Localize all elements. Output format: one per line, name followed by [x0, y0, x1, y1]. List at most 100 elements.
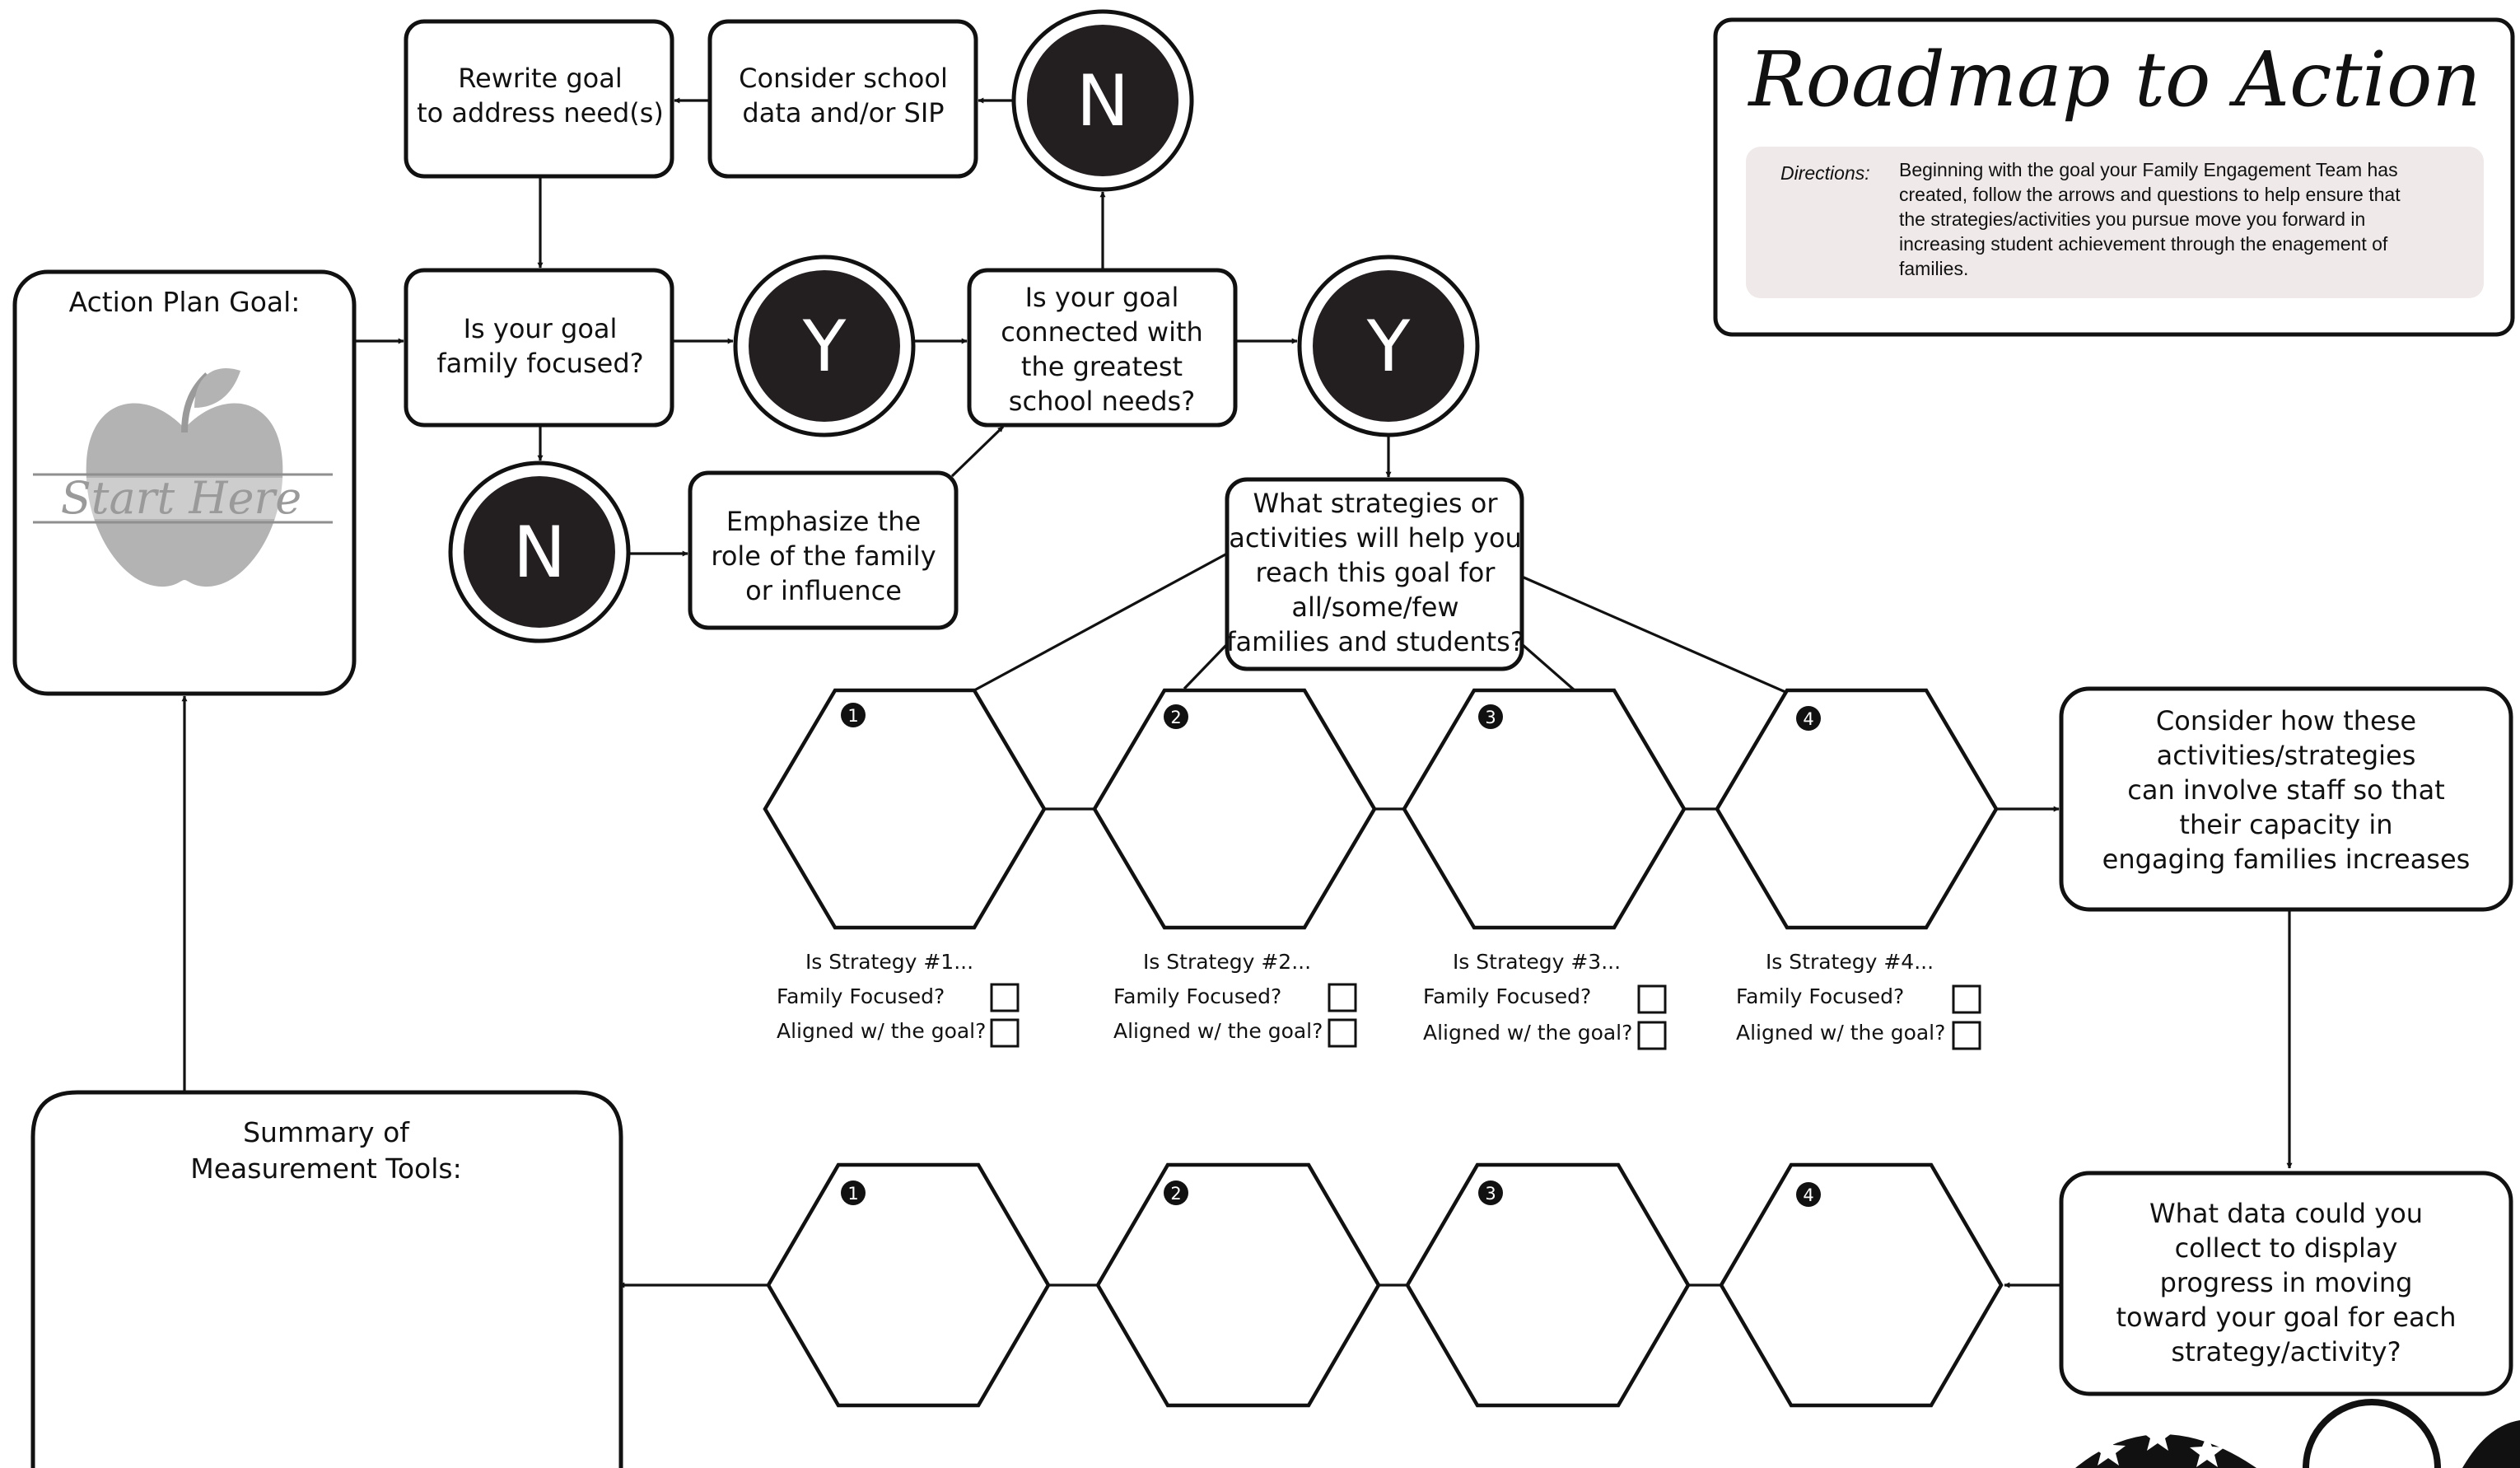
hex-number: 4	[1803, 709, 1813, 729]
box-text: What data could you	[2149, 1198, 2423, 1229]
box-text: strategy/activity?	[2171, 1336, 2401, 1367]
rewrite-goal-box[interactable]: Rewrite goal to address need(s)	[404, 19, 674, 179]
aligned-checkbox[interactable]	[990, 1018, 1020, 1048]
box-text: can involve staff so that	[2127, 774, 2444, 806]
measurement-hexagon-4[interactable]: 4	[1719, 1162, 2004, 1408]
check-family-label: Family Focused?	[1113, 984, 1281, 1008]
box-text: engaging families increases	[2102, 844, 2471, 875]
box-text: their capacity in	[2179, 809, 2392, 840]
measurement-hexagon-2[interactable]: 2	[1095, 1162, 1381, 1408]
measurement-hexagon-3[interactable]: 3	[1405, 1162, 1691, 1408]
yes-circle-2[interactable]: Y	[1297, 255, 1480, 437]
box-text: activities/strategies	[2157, 740, 2416, 771]
box-text: progress in moving	[2160, 1267, 2413, 1298]
strategy-check-2: Is Strategy #2... Family Focused? Aligne…	[1113, 950, 1357, 1048]
family-focused-checkbox[interactable]	[1328, 983, 1357, 1012]
check-family-label: Family Focused?	[1423, 984, 1591, 1008]
strategy-hexagon-3[interactable]: 3	[1402, 688, 1687, 930]
box-text: school needs?	[1009, 386, 1195, 417]
seal-logo	[2303, 1399, 2520, 1468]
box-text: collect to display	[2175, 1232, 2398, 1264]
hex-number: 3	[1485, 1184, 1496, 1204]
family-focused-checkbox[interactable]	[990, 983, 1020, 1012]
stars-logo	[2075, 1419, 2256, 1468]
box-text: family focused?	[436, 348, 643, 379]
connectors	[181, 97, 2293, 1288]
hex-number: 1	[847, 1184, 858, 1204]
title-panel: Roadmap to Action Directions: Beginning …	[1713, 17, 2515, 337]
action-plan-goal-box[interactable]: Action Plan Goal: Start Here	[12, 269, 357, 696]
aligned-checkbox[interactable]	[1952, 1021, 1981, 1050]
strategy-hexagon-1[interactable]: 1	[763, 688, 1047, 930]
box-text: Summary of	[243, 1116, 410, 1148]
hex-number: 2	[1170, 1184, 1181, 1204]
directions-label: Directions:	[1780, 162, 1870, 184]
page-title: Roadmap to Action	[1747, 35, 2480, 124]
box-text: Is your goal	[464, 313, 618, 344]
strategy-check-1: Is Strategy #1... Family Focused? Aligne…	[777, 950, 1020, 1048]
family-focused-checkbox[interactable]	[1637, 984, 1667, 1014]
measurement-hexagons: 1 2 3 4	[766, 1162, 2004, 1408]
hex-number: 3	[1485, 708, 1496, 727]
check-title: Is Strategy #1...	[805, 950, 973, 974]
check-title: Is Strategy #4...	[1766, 950, 1934, 974]
hex-number: 2	[1170, 708, 1181, 727]
box-text: activities will help you	[1229, 522, 1522, 554]
summary-measurement-box[interactable]: Summary of Measurement Tools:	[30, 1090, 623, 1468]
check-aligned-label: Aligned w/ the goal?	[1423, 1021, 1632, 1045]
aligned-checkbox[interactable]	[1637, 1021, 1667, 1050]
hex-number: 1	[847, 706, 858, 726]
data-collection-box[interactable]: What data could you collect to display p…	[2059, 1171, 2513, 1396]
strategy-hexagon-4[interactable]: 4	[1715, 688, 1999, 930]
aligned-checkbox[interactable]	[1328, 1018, 1357, 1048]
family-focused-checkbox[interactable]	[1952, 984, 1981, 1014]
strategy-hexagons: 1 2 3 4	[763, 688, 1999, 930]
check-title: Is Strategy #3...	[1453, 950, 1621, 974]
yes-label: Y	[1366, 306, 1411, 388]
yes-circle-1[interactable]: Y	[733, 255, 916, 437]
strategy-hexagon-2[interactable]: 2	[1092, 688, 1377, 930]
consider-staff-box[interactable]: Consider how these activities/strategies…	[2059, 686, 2513, 912]
strategy-check-3: Is Strategy #3... Family Focused? Aligne…	[1423, 950, 1667, 1050]
directions-line: Beginning with the goal your Family Enga…	[1899, 159, 2398, 180]
no-label: N	[513, 512, 566, 594]
consider-school-data-box[interactable]: Consider school data and/or SIP	[707, 19, 978, 179]
family-focused-question-box[interactable]: Is your goal family focused?	[404, 268, 674, 428]
start-here-label: Start Here	[61, 472, 301, 524]
box-text: to address need(s)	[417, 97, 664, 129]
emphasize-family-box[interactable]: Emphasize the role of the family or infl…	[688, 470, 959, 630]
box-text: connected with	[1001, 316, 1203, 348]
check-aligned-label: Aligned w/ the goal?	[1736, 1021, 1945, 1045]
check-family-label: Family Focused?	[1736, 984, 1904, 1008]
check-aligned-label: Aligned w/ the goal?	[1113, 1019, 1323, 1043]
box-text: or influence	[745, 575, 902, 606]
box-text: all/some/few	[1291, 591, 1458, 623]
yes-label: Y	[802, 306, 847, 388]
apple-icon	[33, 368, 333, 587]
directions-line: increasing student achievement through t…	[1899, 233, 2388, 255]
box-text: reach this goal for	[1256, 557, 1496, 588]
hex-number: 4	[1803, 1185, 1813, 1205]
measurement-hexagon-1[interactable]: 1	[766, 1162, 1051, 1408]
strategies-question-box[interactable]: What strategies or activities will help …	[1225, 477, 1524, 671]
check-family-label: Family Focused?	[777, 984, 945, 1008]
connected-needs-question-box[interactable]: Is your goal connected with the greatest…	[967, 268, 1238, 428]
box-text: toward your goal for each	[2116, 1302, 2456, 1333]
no-circle-bottom[interactable]: N	[448, 461, 631, 643]
box-text: Is your goal	[1025, 282, 1179, 313]
box-text: data and/or SIP	[742, 97, 944, 129]
box-text: Consider how these	[2156, 705, 2416, 736]
action-plan-title: Action Plan Goal:	[69, 286, 301, 318]
box-text: Rewrite goal	[458, 63, 623, 94]
box-text: Emphasize the	[726, 506, 921, 537]
directions-box	[1746, 147, 2484, 298]
check-title: Is Strategy #2...	[1143, 950, 1311, 974]
directions-line: families.	[1899, 258, 1968, 279]
no-circle-top[interactable]: N	[1011, 9, 1194, 192]
box-text: Measurement Tools:	[190, 1152, 461, 1185]
box-text: role of the family	[711, 540, 936, 572]
no-label: N	[1076, 60, 1129, 143]
box-text: the greatest	[1021, 351, 1183, 382]
strategy-check-4: Is Strategy #4... Family Focused? Aligne…	[1736, 950, 1981, 1050]
